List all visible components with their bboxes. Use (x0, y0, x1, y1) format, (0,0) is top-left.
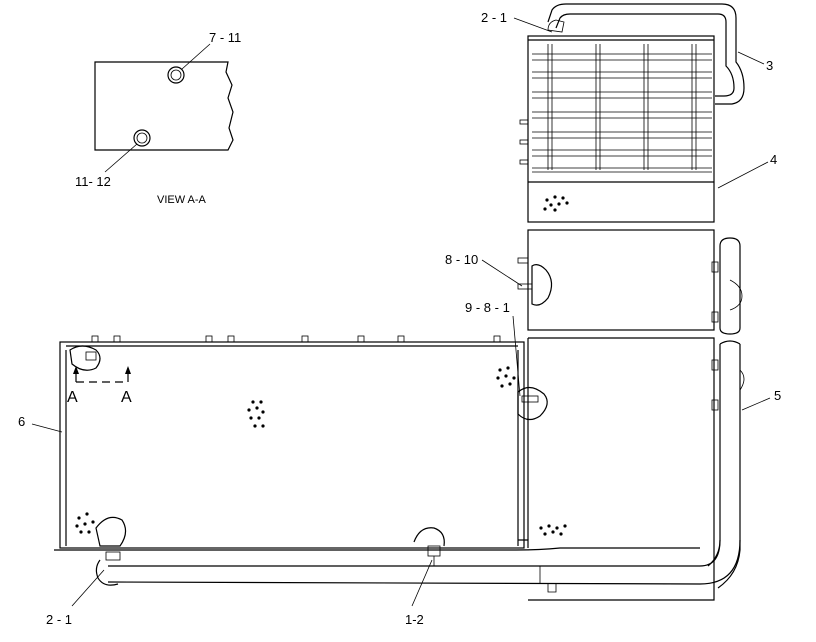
section-mark-left: A (67, 389, 78, 406)
hole-11-12 (133, 129, 151, 147)
callout-2-1-top: 2 - 1 (481, 10, 507, 25)
leader-lines (31, 17, 771, 607)
callout-9-8-1: 9 - 8 - 1 (465, 300, 510, 315)
section-mark-right: A (121, 389, 132, 406)
callout-7-11: 7 - 11 (209, 30, 241, 45)
callout-5: 5 (774, 388, 781, 403)
callout-3: 3 (766, 58, 773, 73)
view-title: VIEW A-A (157, 194, 207, 206)
bottom-pipe (54, 539, 741, 593)
callout-2-1-bottom: 2 - 1 (46, 612, 72, 627)
callout-8-10: 8 - 10 (445, 252, 478, 267)
radiator-lower (512, 315, 745, 601)
view-a-a-inset: 7 - 11 11- 12 VIEW A-A (75, 30, 241, 206)
callout-11-12: 11- 12 (75, 174, 111, 189)
radiator-middle (481, 229, 743, 335)
callout-4: 4 (770, 152, 777, 167)
radiator-left: A A (59, 335, 529, 549)
radiator-upper (519, 3, 745, 223)
callout-1-2: 1-2 (405, 612, 424, 627)
callout-6: 6 (18, 414, 25, 429)
hole-7-11 (167, 66, 185, 84)
